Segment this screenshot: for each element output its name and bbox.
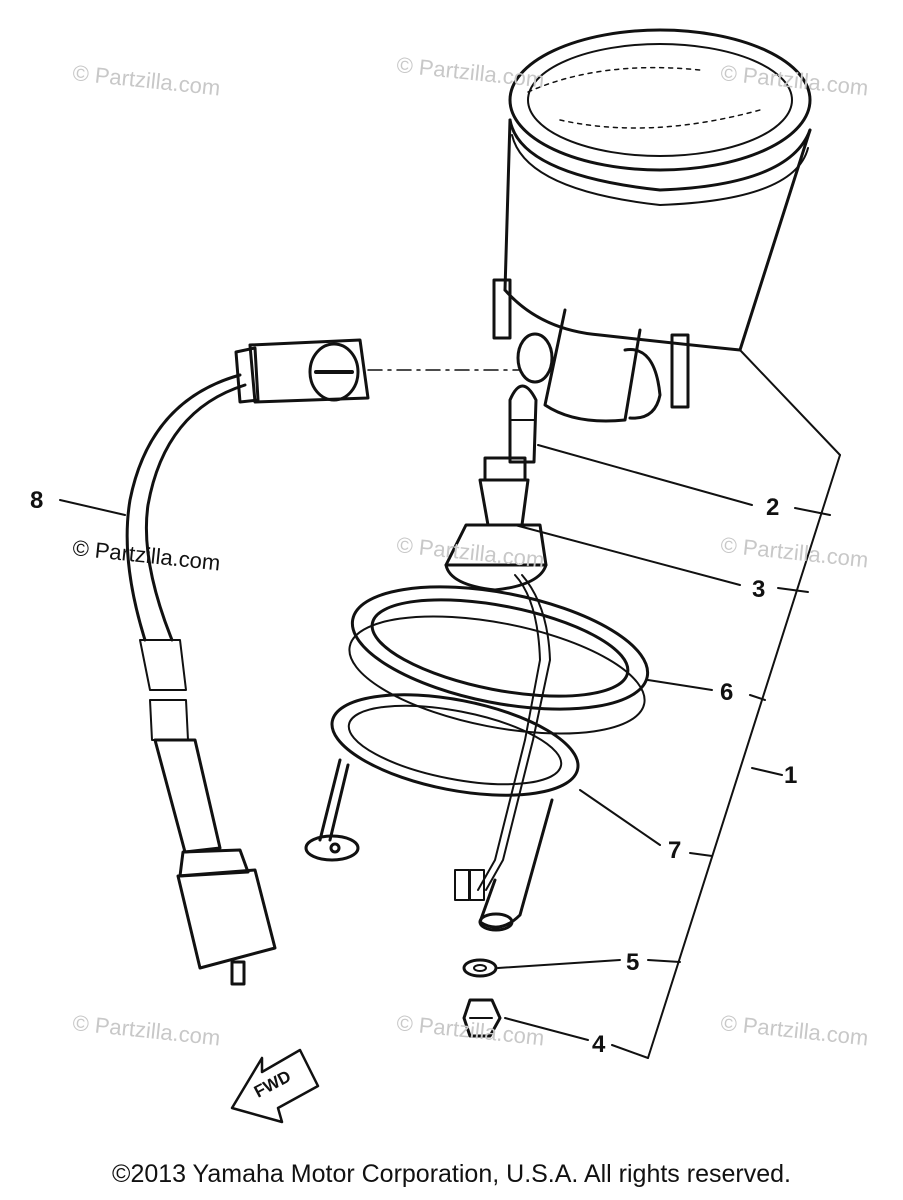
callout-1: 1 xyxy=(784,762,797,789)
watermark: © Partzilla.com xyxy=(719,1010,869,1050)
callout-2: 2 xyxy=(766,494,779,521)
watermark: © Partzilla.com xyxy=(71,60,221,100)
watermark: © Partzilla.com xyxy=(719,532,869,572)
copyright-notice: ©2013 Yamaha Motor Corporation, U.S.A. A… xyxy=(112,1160,791,1188)
socket-wires xyxy=(454,574,551,901)
watermark: © Partzilla.com xyxy=(71,1010,221,1050)
watermark: © Partzilla.com xyxy=(395,52,545,92)
washer xyxy=(462,958,498,978)
callout-5: 5 xyxy=(626,949,639,976)
bracket xyxy=(304,693,580,932)
ring xyxy=(348,585,650,735)
callout-6: 6 xyxy=(720,679,733,706)
watermark: © Partzilla.com xyxy=(719,60,869,100)
meter-assembly xyxy=(492,28,812,423)
fwd-arrow-icon xyxy=(230,1048,320,1124)
nut xyxy=(462,998,502,1038)
callout-7: 7 xyxy=(668,837,681,864)
callout-3: 3 xyxy=(752,576,765,603)
watermark: © Partzilla.com xyxy=(395,1010,545,1050)
bulb xyxy=(508,384,538,464)
fwd-label: FWD xyxy=(251,1067,294,1102)
meter-cable xyxy=(125,338,370,986)
callout-4: 4 xyxy=(592,1031,606,1058)
left-stud xyxy=(492,278,512,340)
leader-lines xyxy=(59,349,841,1059)
callout-8: 8 xyxy=(30,487,43,514)
